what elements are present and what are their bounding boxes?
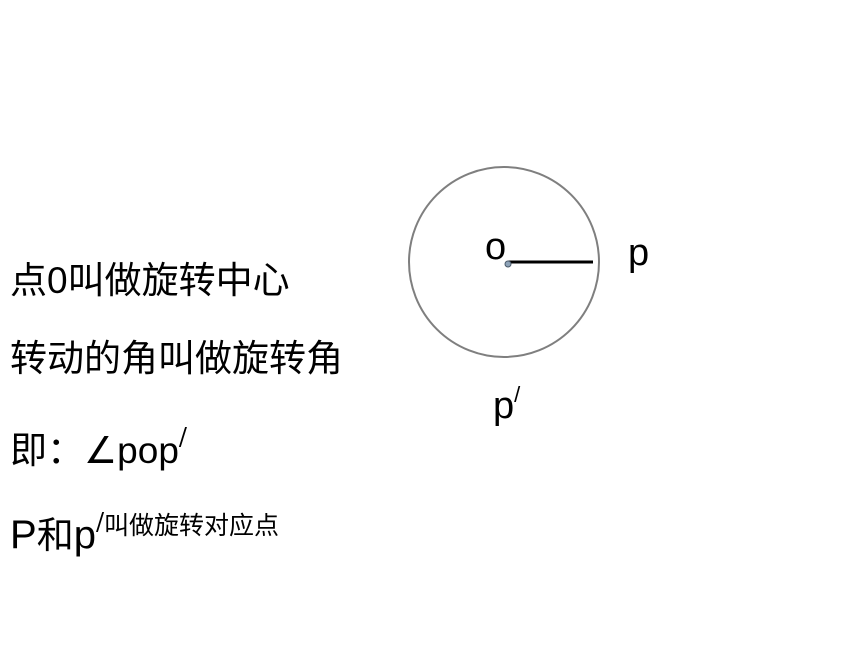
point-p-prime-base: p (493, 385, 515, 427)
text-segment: 点 (10, 259, 47, 302)
text-segment: 叫做旋转中心 (67, 259, 290, 302)
point-p-label: p (628, 232, 650, 274)
angle-notation-text: 即：∠pop/ (10, 425, 187, 469)
text-segment: P (10, 513, 37, 557)
corresponding-points-text: P和p/叫做旋转对应点 (10, 510, 279, 555)
text-segment: 即： (10, 429, 84, 472)
point-p-prime-label: p/ (493, 382, 521, 427)
rotation-angle-text: 转动的角叫做旋转角 (10, 337, 343, 380)
center-label: o (485, 226, 507, 268)
prime-mark: / (95, 508, 105, 536)
superscript-text: 叫做旋转对应点 (104, 511, 280, 540)
text-segment: p (73, 513, 96, 557)
rotation-center-text: 点0叫做旋转中心 (10, 262, 290, 299)
text-segment: 0 (47, 260, 68, 301)
center-point (504, 260, 512, 268)
rotation-circle (408, 166, 600, 358)
angle-expression: ∠pop (84, 430, 179, 471)
prime-mark: / (514, 382, 521, 407)
prime-mark: / (178, 423, 187, 451)
text-segment: 和 (36, 514, 74, 557)
